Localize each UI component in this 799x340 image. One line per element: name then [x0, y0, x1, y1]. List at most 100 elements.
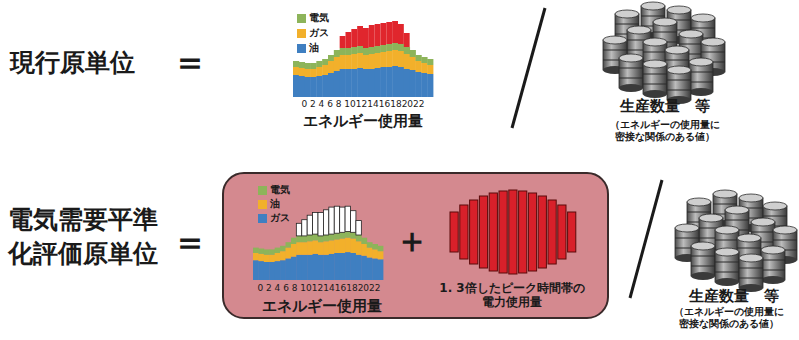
- peak-band: [318, 213, 323, 236]
- barrel-ring: [691, 266, 715, 267]
- area-band: [316, 76, 322, 97]
- area-band: [299, 68, 305, 76]
- area-band: [427, 65, 433, 74]
- area-band: [351, 47, 357, 54]
- barrel-top: [691, 242, 715, 250]
- area-band: [264, 262, 270, 280]
- barrel-top: [715, 226, 739, 234]
- peak-bar: [499, 191, 507, 273]
- area-band: [280, 246, 286, 251]
- area-band: [322, 59, 328, 65]
- barrel-ring: [689, 82, 713, 83]
- area-band: [381, 52, 387, 67]
- area-band: [416, 61, 422, 72]
- area-band: [334, 253, 340, 280]
- peak-band: [356, 221, 361, 235]
- barrel-ring: [725, 220, 749, 221]
- area-band: [421, 63, 427, 73]
- denominator-label: 生産数量 等: [674, 287, 794, 305]
- barrel-top: [701, 38, 725, 46]
- barrel-top: [603, 36, 627, 44]
- barrel-top: [679, 30, 703, 38]
- barrel-body: [691, 246, 715, 276]
- area-band: [318, 236, 324, 242]
- barrel-top: [737, 234, 761, 242]
- barrel-body: [667, 70, 691, 100]
- area-band: [345, 231, 351, 237]
- area-band: [329, 240, 335, 254]
- barrel-bottom: [643, 90, 667, 98]
- area-band: [307, 255, 313, 280]
- barrel-ring: [713, 204, 737, 205]
- area-band: [392, 66, 398, 97]
- barrel-ring: [739, 268, 763, 269]
- barrel-ring: [615, 24, 639, 25]
- area-band: [427, 59, 433, 65]
- barrel-body: [643, 64, 667, 94]
- area-band: [351, 239, 357, 253]
- area-band: [392, 50, 398, 66]
- area-band: [392, 43, 398, 50]
- area-band: [351, 54, 357, 69]
- peak-band: [369, 25, 375, 47]
- barrel-top: [761, 246, 785, 254]
- barrel-top: [689, 58, 713, 66]
- legend-swatch: [258, 214, 267, 223]
- area-band: [286, 248, 292, 259]
- peak-band: [351, 211, 356, 233]
- area-band: [323, 235, 329, 241]
- legend-swatch: [297, 14, 306, 23]
- area-band: [291, 238, 297, 244]
- barrel-top: [687, 198, 711, 206]
- area-band: [427, 74, 433, 97]
- barrel-ring: [689, 72, 713, 73]
- area-band: [346, 48, 352, 55]
- area-band: [302, 242, 308, 255]
- area-band: [275, 253, 281, 261]
- peak-band: [302, 220, 307, 236]
- area-band: [286, 242, 292, 247]
- area-band: [286, 258, 292, 280]
- barrel-bottom: [691, 272, 715, 280]
- barrel-ring: [619, 78, 643, 79]
- area-band: [410, 57, 416, 70]
- barrel-ring: [643, 84, 667, 85]
- peak-bar: [450, 212, 458, 252]
- area-band: [253, 248, 259, 253]
- barrel-top: [715, 248, 739, 256]
- area-band: [375, 46, 381, 53]
- chart-caption: エネルギー使用量: [288, 112, 438, 130]
- barrel-ring: [687, 212, 711, 213]
- area-band: [296, 255, 302, 280]
- area-band: [275, 261, 281, 280]
- area-band: [356, 255, 362, 280]
- peak-band: [334, 206, 339, 233]
- area-band: [302, 255, 308, 280]
- area-band: [346, 55, 352, 69]
- area-band: [375, 53, 381, 68]
- barrel-ring: [701, 52, 725, 53]
- area-band: [410, 50, 416, 57]
- area-band: [386, 44, 392, 51]
- area-band: [269, 249, 275, 254]
- area-band: [345, 238, 351, 252]
- area-band: [340, 69, 346, 97]
- barrel-ring: [691, 256, 715, 257]
- area-band: [372, 244, 378, 249]
- area-band: [318, 242, 324, 255]
- area-band: [323, 241, 329, 255]
- barrel-top: [699, 214, 723, 222]
- barrel-top: [643, 38, 667, 46]
- peak-bar: [460, 205, 468, 259]
- barrel-top: [653, 18, 677, 26]
- barrel-top: [615, 10, 639, 18]
- peak-band: [313, 213, 318, 235]
- barrel-body: [715, 252, 739, 282]
- area-band: [386, 67, 392, 97]
- area-band: [375, 68, 381, 97]
- peak-band: [340, 36, 346, 48]
- legend-text: 電気: [309, 12, 349, 24]
- legend-swatch: [297, 44, 306, 53]
- area-band: [334, 233, 340, 239]
- barrel-top: [713, 190, 737, 198]
